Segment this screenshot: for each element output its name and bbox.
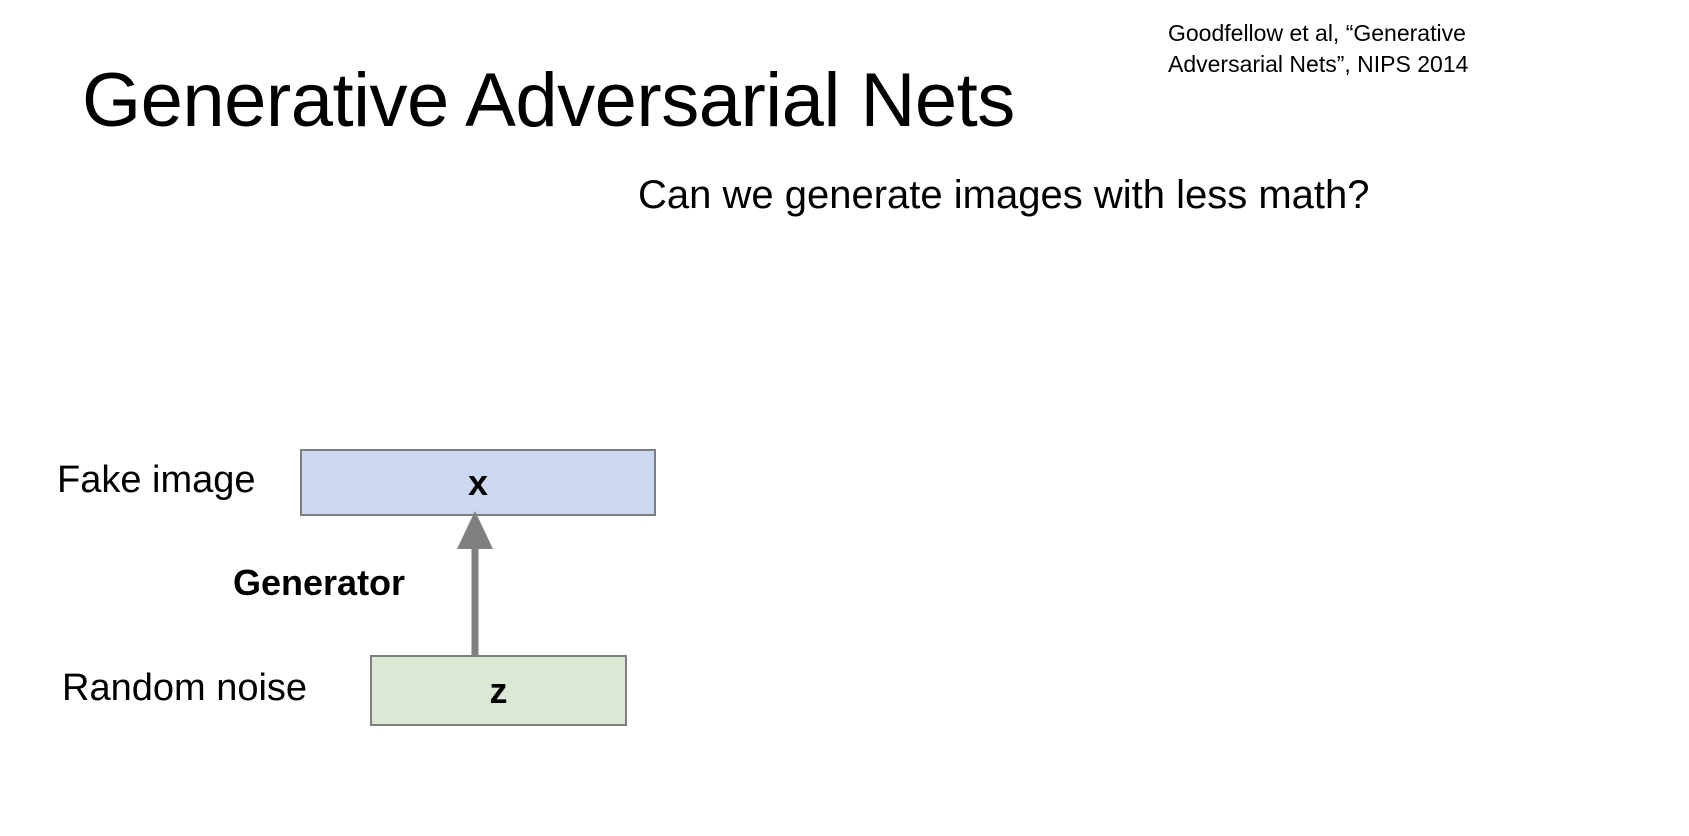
node-label-random-noise: Random noise bbox=[62, 667, 308, 709]
node-box-x: x bbox=[300, 449, 656, 516]
citation-block: Goodfellow et al, “Generative Adversaria… bbox=[1168, 18, 1568, 80]
slide-subtitle: Can we generate images with less math? bbox=[638, 173, 1370, 217]
node-label-fake-image: Fake image bbox=[57, 459, 256, 501]
citation-line-1: Goodfellow et al, “Generative bbox=[1168, 20, 1466, 46]
node-box-z: z bbox=[370, 655, 627, 726]
node-box-x-text: x bbox=[467, 461, 489, 503]
edge-label-generator: Generator bbox=[233, 562, 406, 603]
node-box-z-text: z bbox=[489, 669, 508, 711]
page-title: Generative Adversarial Nets bbox=[82, 58, 1015, 143]
citation-line-2: Adversarial Nets”, NIPS 2014 bbox=[1168, 51, 1469, 77]
generator-arrow-icon bbox=[457, 511, 493, 670]
